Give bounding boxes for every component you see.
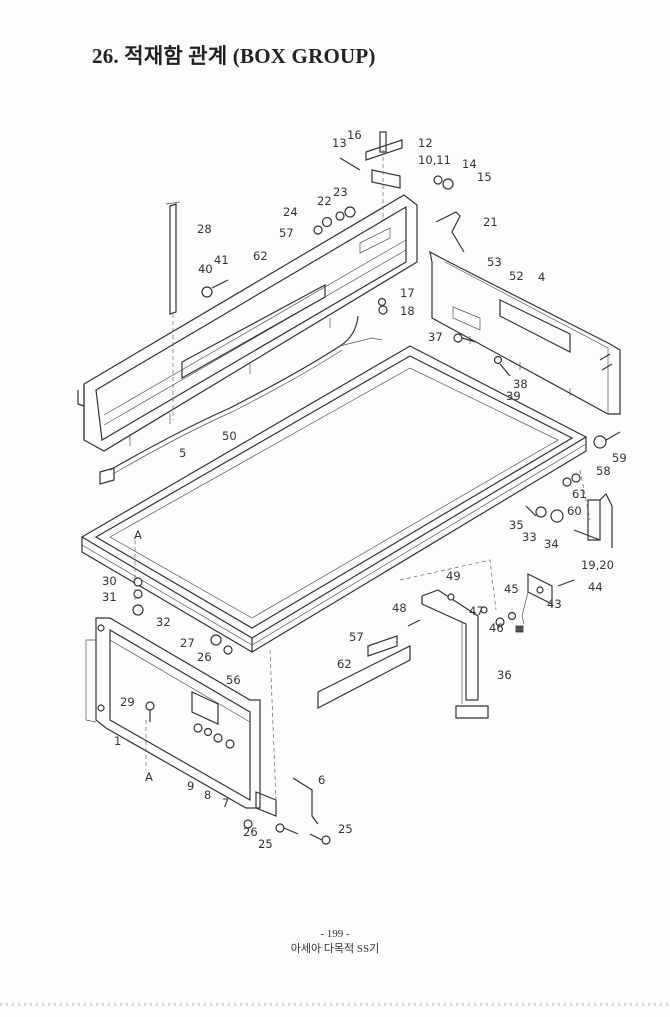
part-label: 43 (547, 597, 562, 611)
part-label: 40 (198, 262, 213, 276)
part-label: 13 (332, 136, 347, 150)
part-label: 8 (204, 788, 211, 802)
part-label: 5 (179, 446, 186, 460)
part-label: 45 (504, 582, 519, 596)
stand-leg (421, 589, 489, 719)
part-label: 62 (337, 657, 352, 671)
part-label: 12 (418, 136, 433, 150)
part-label: 28 (197, 222, 212, 236)
part-label: 9 (187, 779, 194, 793)
rod (165, 201, 181, 420)
part-label: 7 (222, 796, 229, 810)
page-title: 26. 적재함 관계 (BOX GROUP) (92, 44, 376, 68)
page-number: - 199 - (320, 928, 350, 940)
part-label: 39 (506, 389, 521, 403)
part-label: 47 (469, 604, 484, 618)
part-label: 19,20 (581, 558, 614, 572)
part-label: 57 (349, 630, 364, 644)
part-label: 34 (544, 537, 559, 551)
part-label: 57 (279, 226, 294, 240)
bracket (521, 573, 553, 625)
part-label: 26 (243, 825, 258, 839)
part-label: 17 (400, 286, 415, 300)
part-label: 59 (612, 451, 627, 465)
part-label: 4 (538, 270, 545, 284)
part-label: 29 (120, 695, 135, 709)
part-label: 21 (483, 215, 498, 229)
manual-caption: 아세아 다목적 SS기 (290, 943, 380, 955)
part-label: 15 (477, 170, 492, 184)
part-label: 50 (222, 429, 237, 443)
end-panel (85, 617, 277, 817)
part-label: 33 (522, 530, 537, 544)
handles (292, 211, 613, 825)
assembly-lines (134, 469, 591, 801)
part-label: 62 (253, 249, 268, 263)
right-side-panel (429, 250, 621, 415)
part-label: 25 (258, 837, 273, 851)
label-plates (317, 635, 411, 709)
part-label: A (134, 528, 142, 542)
part-label: 24 (283, 205, 298, 219)
part-label: 30 (102, 574, 117, 588)
part-label: 32 (156, 615, 171, 629)
part-label: 23 (333, 185, 348, 199)
part-label: 52 (509, 269, 524, 283)
part-label: 61 (572, 487, 587, 501)
part-label: 25 (338, 822, 353, 836)
part-label: 36 (497, 668, 512, 682)
part-label: A (145, 770, 153, 784)
part-label: 6 (318, 773, 325, 787)
part-label: 46 (489, 621, 504, 635)
part-label: 48 (392, 601, 407, 615)
part-label: 58 (596, 464, 611, 478)
part-label: 49 (446, 569, 461, 583)
part-label: 38 (513, 377, 528, 391)
front-side-panel (77, 194, 418, 452)
part-label: 31 (102, 590, 117, 604)
part-label: 1 (114, 734, 121, 748)
part-label: 41 (214, 253, 229, 267)
part-label: 56 (226, 673, 241, 687)
part-label: 53 (487, 255, 502, 269)
part-label: 27 (180, 636, 195, 650)
part-label: 60 (567, 504, 582, 518)
scan-artifact (0, 1003, 670, 1006)
wire-harness (99, 315, 383, 485)
box-frame (80, 345, 588, 654)
hinge-parts (339, 131, 403, 220)
part-label: 16 (347, 128, 362, 142)
part-label: 18 (400, 304, 415, 318)
part-label: 37 (428, 330, 443, 344)
part-label: 35 (509, 518, 524, 532)
part-label: 14 (462, 157, 477, 171)
part-label: 44 (588, 580, 603, 594)
part-label: 10,11 (418, 153, 451, 167)
part-label: 26 (197, 650, 212, 664)
part-label: 22 (317, 194, 332, 208)
fasteners (132, 175, 621, 845)
